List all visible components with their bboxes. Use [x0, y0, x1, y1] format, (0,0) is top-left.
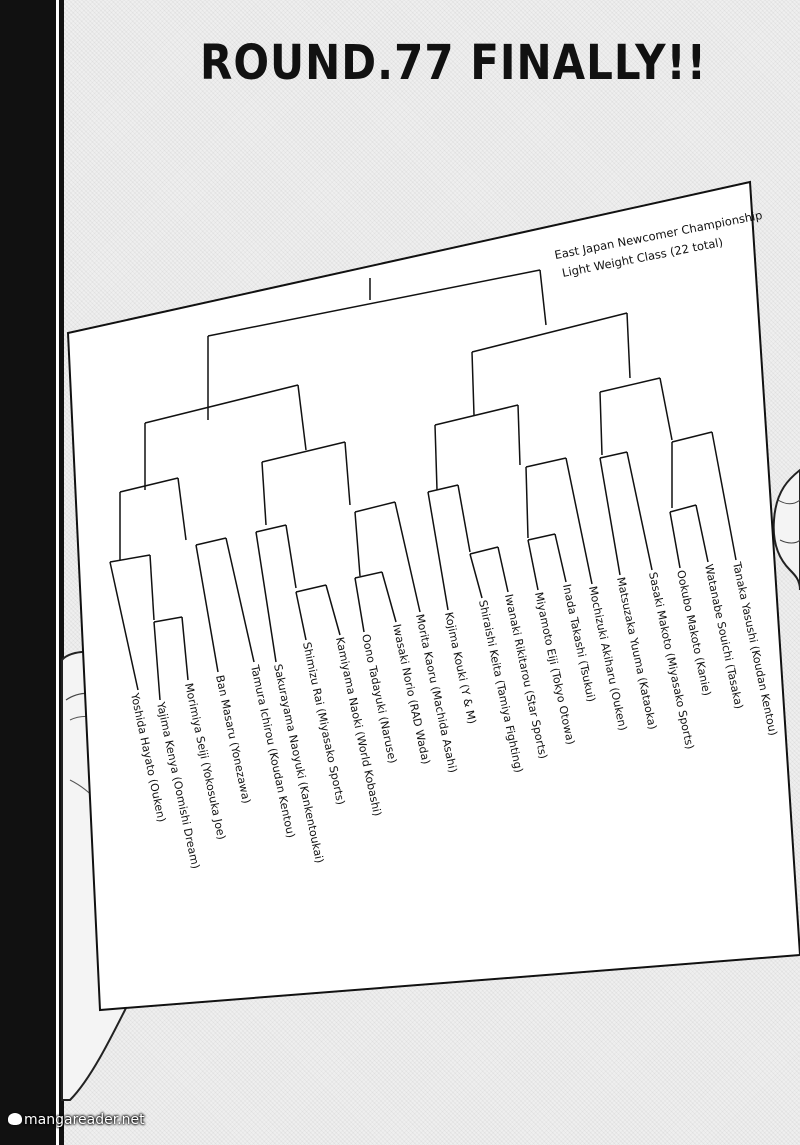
watermark: mangareader.net	[8, 1112, 145, 1128]
bracket-sheet	[66, 180, 800, 1012]
watermark-logo-icon	[8, 1113, 22, 1125]
page-gutter	[0, 0, 64, 1145]
bracket-lines	[109, 269, 737, 701]
right-hand-illustration	[772, 468, 800, 591]
gutter-line	[56, 0, 59, 1145]
watermark-text: mangareader.net	[24, 1112, 145, 1128]
chapter-title: ROUND.77 FINALLY!!	[200, 34, 707, 91]
